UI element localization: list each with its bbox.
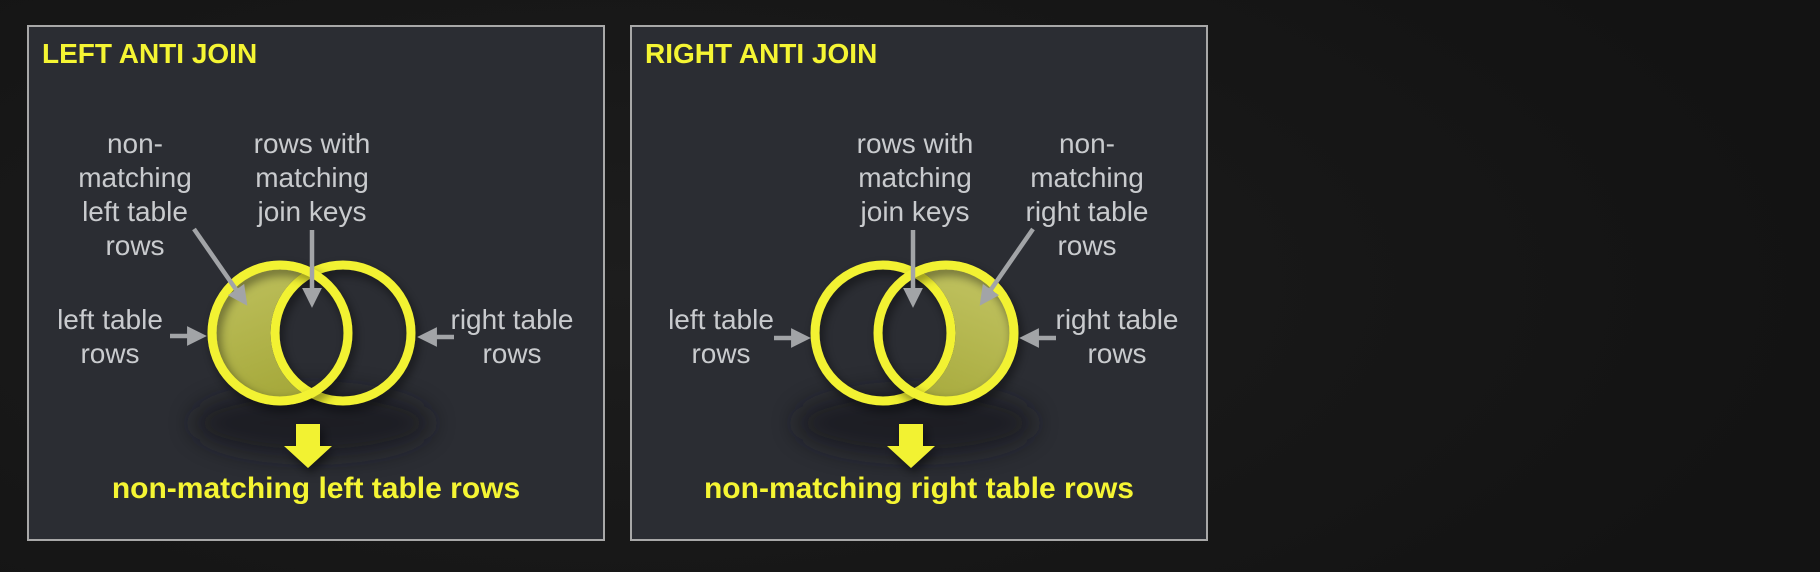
label-right-table-rows: right table rows [450,304,574,369]
panel-right-anti-join: RIGHT ANTI JOIN rows with matching join … [630,25,1208,541]
arrow-down-icon [887,424,935,468]
label-non-matching-rows: non- matching left table rows [78,128,192,261]
annotation-arrows [774,227,1056,348]
label-left-table-rows: left table rows [668,304,774,369]
arrow-to-crescent [979,227,1035,306]
label-left-table-rows: left table rows [57,304,163,369]
panel-title: LEFT ANTI JOIN [42,38,258,69]
annotation-arrows [170,227,454,347]
result-caption: non-matching left table rows [111,472,521,505]
label-matching-join-keys: rows with matching join keys [253,128,371,227]
left-circle [207,260,353,406]
arrow-to-crescent [192,227,248,306]
panel-title: RIGHT ANTI JOIN [645,38,878,69]
panel-left-anti-join: LEFT ANTI JOIN non- matching left table … [27,25,605,541]
label-right-table-rows: right table rows [1055,304,1179,369]
venn-diagram-left-anti [170,227,454,468]
label-non-matching-rows: non- matching right table rows [1025,128,1149,261]
arrow-down-icon [284,424,332,468]
result-caption: non-matching right table rows [703,472,1134,505]
venn-diagram-right-anti [774,227,1056,468]
venn-ground-shadow [795,389,1035,457]
label-matching-join-keys: rows with matching join keys [856,128,974,227]
right-circle [873,260,1019,406]
venn-ground-shadow [192,389,432,457]
